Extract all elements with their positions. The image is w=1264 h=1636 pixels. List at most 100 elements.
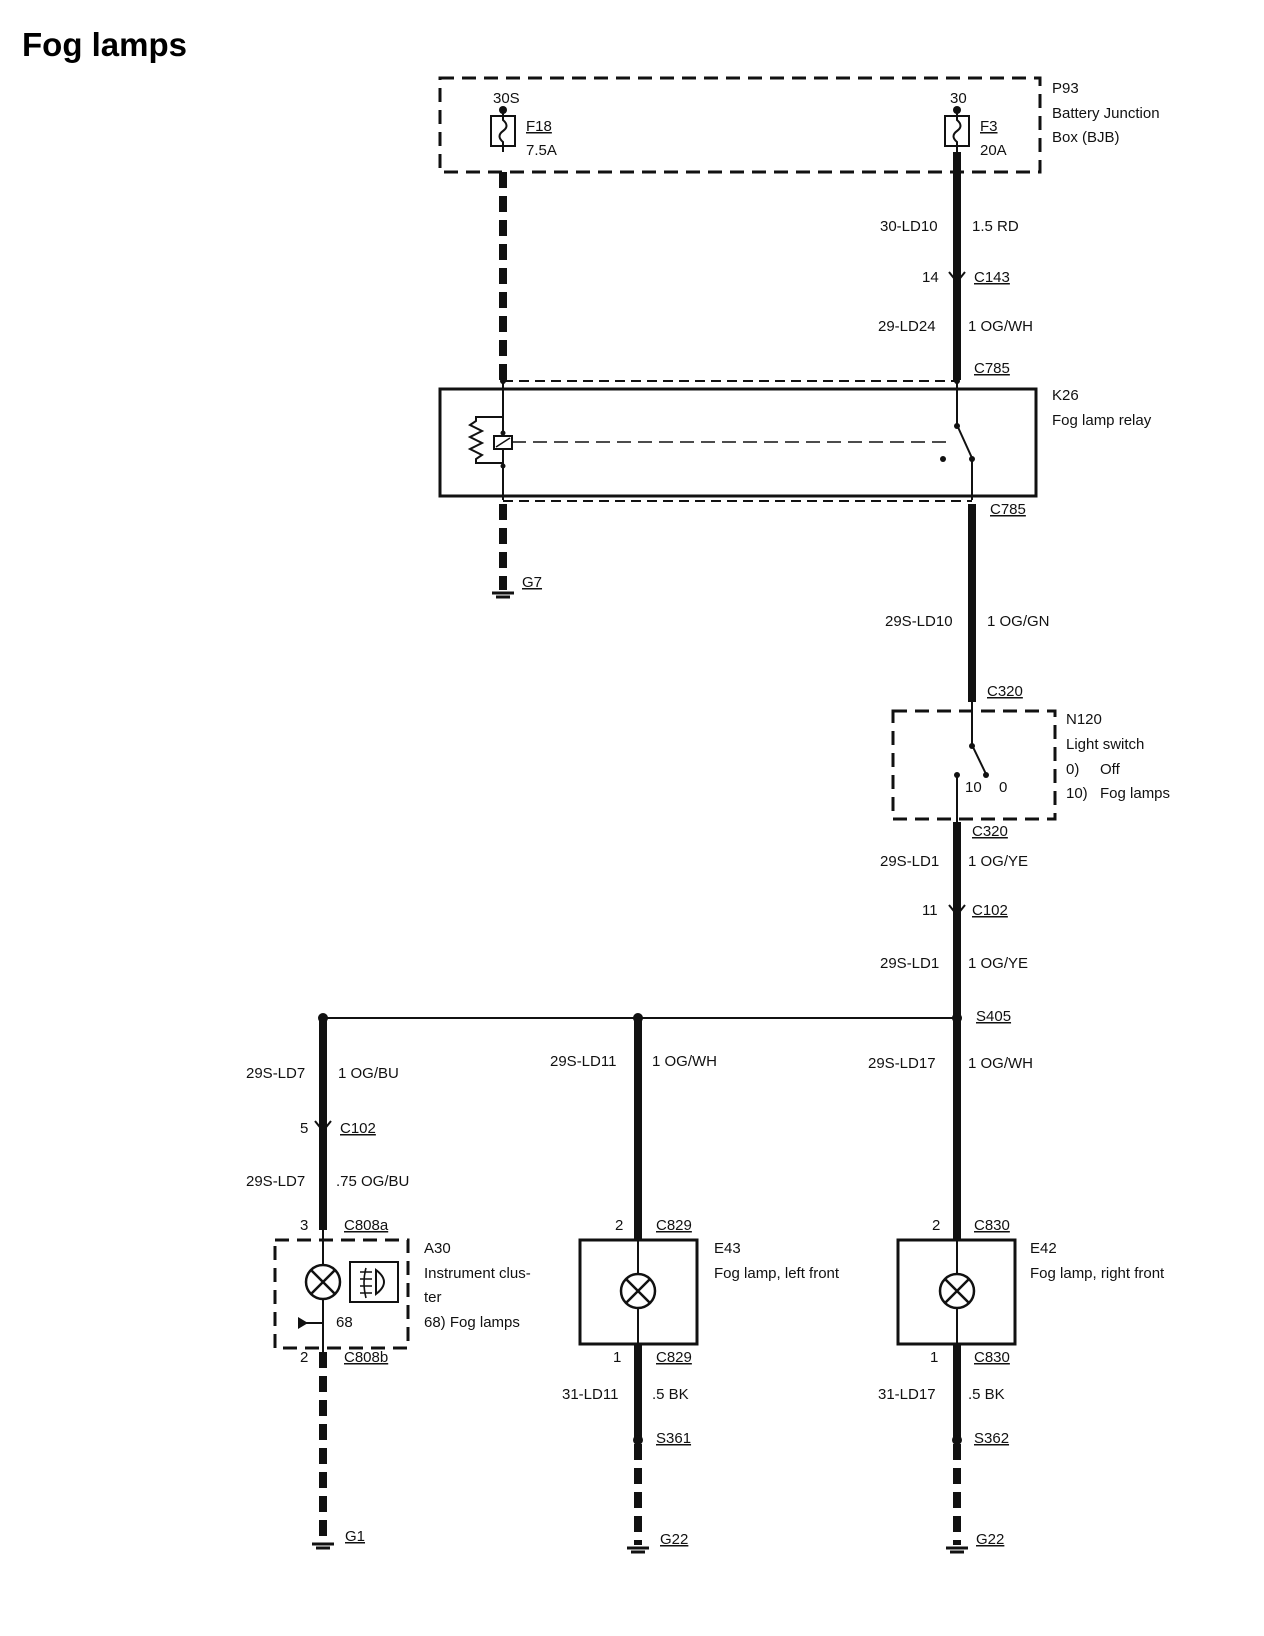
relay-coil-node-bottom — [500, 463, 506, 469]
g22-left-ground-icon — [627, 1546, 649, 1554]
s361-label: S361 — [656, 1430, 691, 1447]
switch-contact-0-label: 0 — [999, 779, 1007, 796]
relay-switch-arm — [956, 424, 973, 459]
p93-name-2: Box (BJB) — [1052, 129, 1120, 146]
c102-main-connector-icon — [948, 904, 966, 917]
c785-top-label: C785 — [974, 360, 1010, 377]
c829-top-name: C829 — [656, 1217, 692, 1234]
s361-splice — [633, 1435, 643, 1445]
k26-name: Fog lamp relay — [1052, 412, 1152, 429]
n120-pos10-label: Fog lamps — [1100, 785, 1170, 802]
c808a-name: C808a — [344, 1217, 389, 1234]
e42-id: E42 — [1030, 1240, 1057, 1257]
f3-element — [952, 110, 962, 152]
c829-top-pin: 2 — [615, 1217, 623, 1234]
wire-29sld17-id: 29S-LD17 — [868, 1055, 936, 1072]
n120-pos10-num: 10) — [1066, 785, 1088, 802]
c102-left-pin: 5 — [300, 1120, 308, 1137]
page-title: Fog lamps — [22, 26, 187, 63]
s362-label: S362 — [974, 1430, 1009, 1447]
switch-contact-0 — [983, 772, 989, 778]
c102-left-name: C102 — [340, 1120, 376, 1137]
f18-element — [498, 110, 508, 152]
wire-29sld1-a-spec: 1 OG/YE — [968, 853, 1028, 870]
relay-coil-node-top — [500, 430, 506, 436]
k26-id: K26 — [1052, 387, 1079, 404]
n120-pos0-num: 0) — [1066, 761, 1079, 778]
e43-lamp-cross — [625, 1278, 651, 1304]
wire-30ld10-id: 30-LD10 — [880, 218, 938, 235]
f18-pin: 30S — [493, 90, 520, 107]
a30-pin68-label: 68 — [336, 1314, 353, 1331]
fog-lamp-rays-icon — [360, 1267, 372, 1299]
c808a-pin: 3 — [300, 1217, 308, 1234]
fog-lamp-symbol-icon — [349, 1261, 399, 1303]
switch-contact-10-label: 10 — [965, 779, 982, 796]
wire-29sld7-b-id: 29S-LD7 — [246, 1173, 305, 1190]
n120-id: N120 — [1066, 711, 1102, 728]
wire-31ld17-spec: .5 BK — [968, 1386, 1005, 1403]
wire-29sld7-a-id: 29S-LD7 — [246, 1065, 305, 1082]
n120-name: Light switch — [1066, 736, 1144, 753]
c829-bottom-name: C829 — [656, 1349, 692, 1366]
wire-29sld1-b-id: 29S-LD1 — [880, 955, 939, 972]
c320-bottom-label: C320 — [972, 823, 1008, 840]
wire-29sld7-b-spec: .75 OG/BU — [336, 1173, 409, 1190]
c143-connector-icon — [948, 271, 966, 284]
p93-id: P93 — [1052, 80, 1079, 97]
g22-left-label: G22 — [660, 1531, 688, 1548]
wire-29sld1-b-spec: 1 OG/YE — [968, 955, 1028, 972]
g7-ground-icon — [492, 591, 514, 599]
c830-top-name: C830 — [974, 1217, 1010, 1234]
relay-resistor-icon — [467, 416, 503, 464]
c829-bottom-pin: 1 — [613, 1349, 621, 1366]
relay-contact-common — [954, 423, 960, 429]
s405-label: S405 — [976, 1008, 1011, 1025]
e43-name: Fog lamp, left front — [714, 1265, 840, 1282]
a30-name-1: Instrument clus- — [424, 1265, 531, 1282]
e42-name: Fog lamp, right front — [1030, 1265, 1165, 1282]
wire-31ld17-id: 31-LD17 — [878, 1386, 936, 1403]
relay-contact-open — [940, 456, 946, 462]
wire-29ld24-id: 29-LD24 — [878, 318, 936, 335]
c830-top-pin: 2 — [932, 1217, 940, 1234]
g1-label: G1 — [345, 1528, 365, 1545]
p93-box — [438, 76, 1042, 174]
switch-arm — [971, 744, 987, 775]
fog-lamp-beam-icon — [375, 1267, 385, 1297]
e42-lamp-cross — [944, 1278, 970, 1304]
a30-cluster-box — [273, 1238, 410, 1350]
wire-30ld10-spec: 1.5 RD — [972, 218, 1019, 235]
f3-id: F3 — [980, 118, 998, 135]
e43-id: E43 — [714, 1240, 741, 1257]
c808b-name: C808b — [344, 1349, 388, 1366]
wire-29sld17-spec: 1 OG/WH — [968, 1055, 1033, 1072]
k26-relay-box — [438, 387, 1038, 498]
c143-name: C143 — [974, 269, 1010, 286]
c808b-pin: 2 — [300, 1349, 308, 1366]
c830-bottom-name: C830 — [974, 1349, 1010, 1366]
c143-pin: 14 — [922, 269, 939, 286]
a30-id: A30 — [424, 1240, 451, 1257]
wire-29sld10-spec: 1 OG/GN — [987, 613, 1050, 630]
wire-29sld11-id: 29S-LD11 — [550, 1053, 616, 1070]
wire-29sld11-spec: 1 OG/WH — [652, 1053, 717, 1070]
c785-bottom-label: C785 — [990, 501, 1026, 518]
wire-31ld11-id: 31-LD11 — [562, 1386, 618, 1403]
a30-item: 68) Fog lamps — [424, 1314, 520, 1331]
c102-left-connector-icon — [314, 1120, 332, 1133]
f3-pin: 30 — [950, 90, 967, 107]
c320-top-label: C320 — [987, 683, 1023, 700]
s362-splice — [952, 1435, 962, 1445]
g1-ground-icon — [312, 1542, 334, 1550]
f18-id: F18 — [526, 118, 552, 135]
f3-rating: 20A — [980, 142, 1007, 159]
a30-pin68-arrow-icon — [298, 1317, 308, 1329]
f18-rating: 7.5A — [526, 142, 557, 159]
a30-name-2: ter — [424, 1289, 442, 1306]
c102-main-name: C102 — [972, 902, 1008, 919]
n120-pos0-label: Off — [1100, 761, 1121, 778]
p93-name-1: Battery Junction — [1052, 105, 1160, 122]
g7-label: G7 — [522, 574, 542, 591]
